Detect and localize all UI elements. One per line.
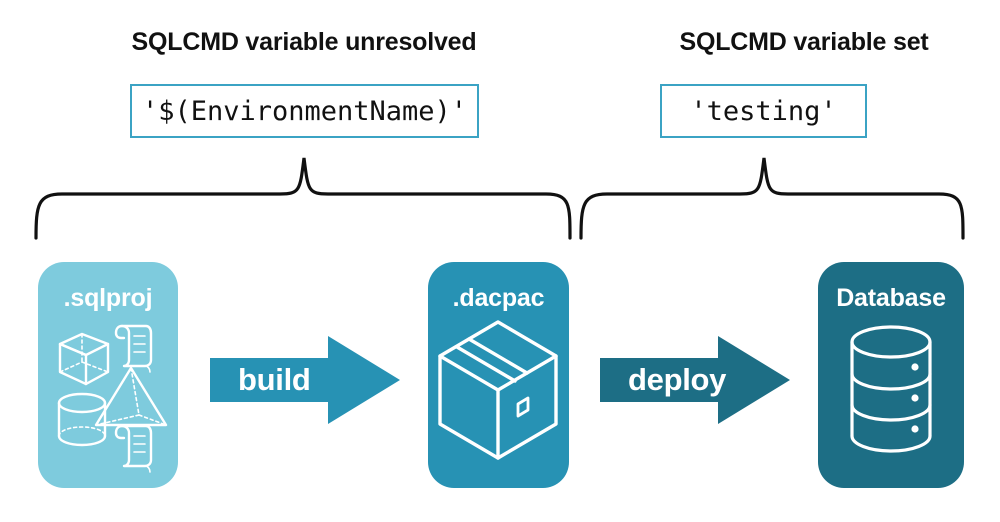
arrow-build: build — [210, 336, 400, 424]
card-database-artwork — [850, 325, 932, 453]
arrow-deploy-polygon — [600, 336, 790, 424]
scroll-icon — [114, 324, 153, 373]
package-box-icon — [438, 320, 558, 460]
code-box-testing: 'testing' — [660, 84, 867, 138]
arrow-build-polygon — [210, 336, 400, 424]
card-sqlproj-artwork — [57, 324, 168, 473]
card-database[interactable]: Database — [818, 262, 964, 488]
scroll-icon — [114, 424, 153, 473]
card-dacpac[interactable]: .dacpac — [428, 262, 569, 488]
code-box-environment-name: '$(EnvironmentName)' — [130, 84, 479, 138]
card-sqlproj-label: .sqlproj — [63, 284, 153, 312]
card-database-label: Database — [836, 284, 946, 312]
pyramid-icon — [94, 366, 168, 427]
database-status-dots — [911, 363, 919, 433]
arrow-deploy: deploy — [600, 336, 790, 424]
cube-icon — [58, 332, 110, 386]
arrow-build-label: build — [238, 362, 311, 397]
arrow-deploy-shape — [600, 336, 790, 424]
cylinder-icon — [57, 392, 107, 447]
card-dacpac-artwork — [438, 320, 558, 460]
card-dacpac-label: .dacpac — [452, 284, 545, 312]
arrow-build-shape — [210, 336, 400, 424]
brace-left — [34, 157, 572, 240]
arrow-deploy-label: deploy — [628, 362, 727, 397]
database-cylinder-icon — [850, 325, 932, 453]
brace-right — [579, 157, 965, 240]
heading-sqlcmd-variable-set: SQLCMD variable set — [679, 28, 929, 56]
heading-sqlcmd-variable-unresolved: SQLCMD variable unresolved — [131, 28, 477, 56]
card-sqlproj[interactable]: .sqlproj — [38, 262, 178, 488]
